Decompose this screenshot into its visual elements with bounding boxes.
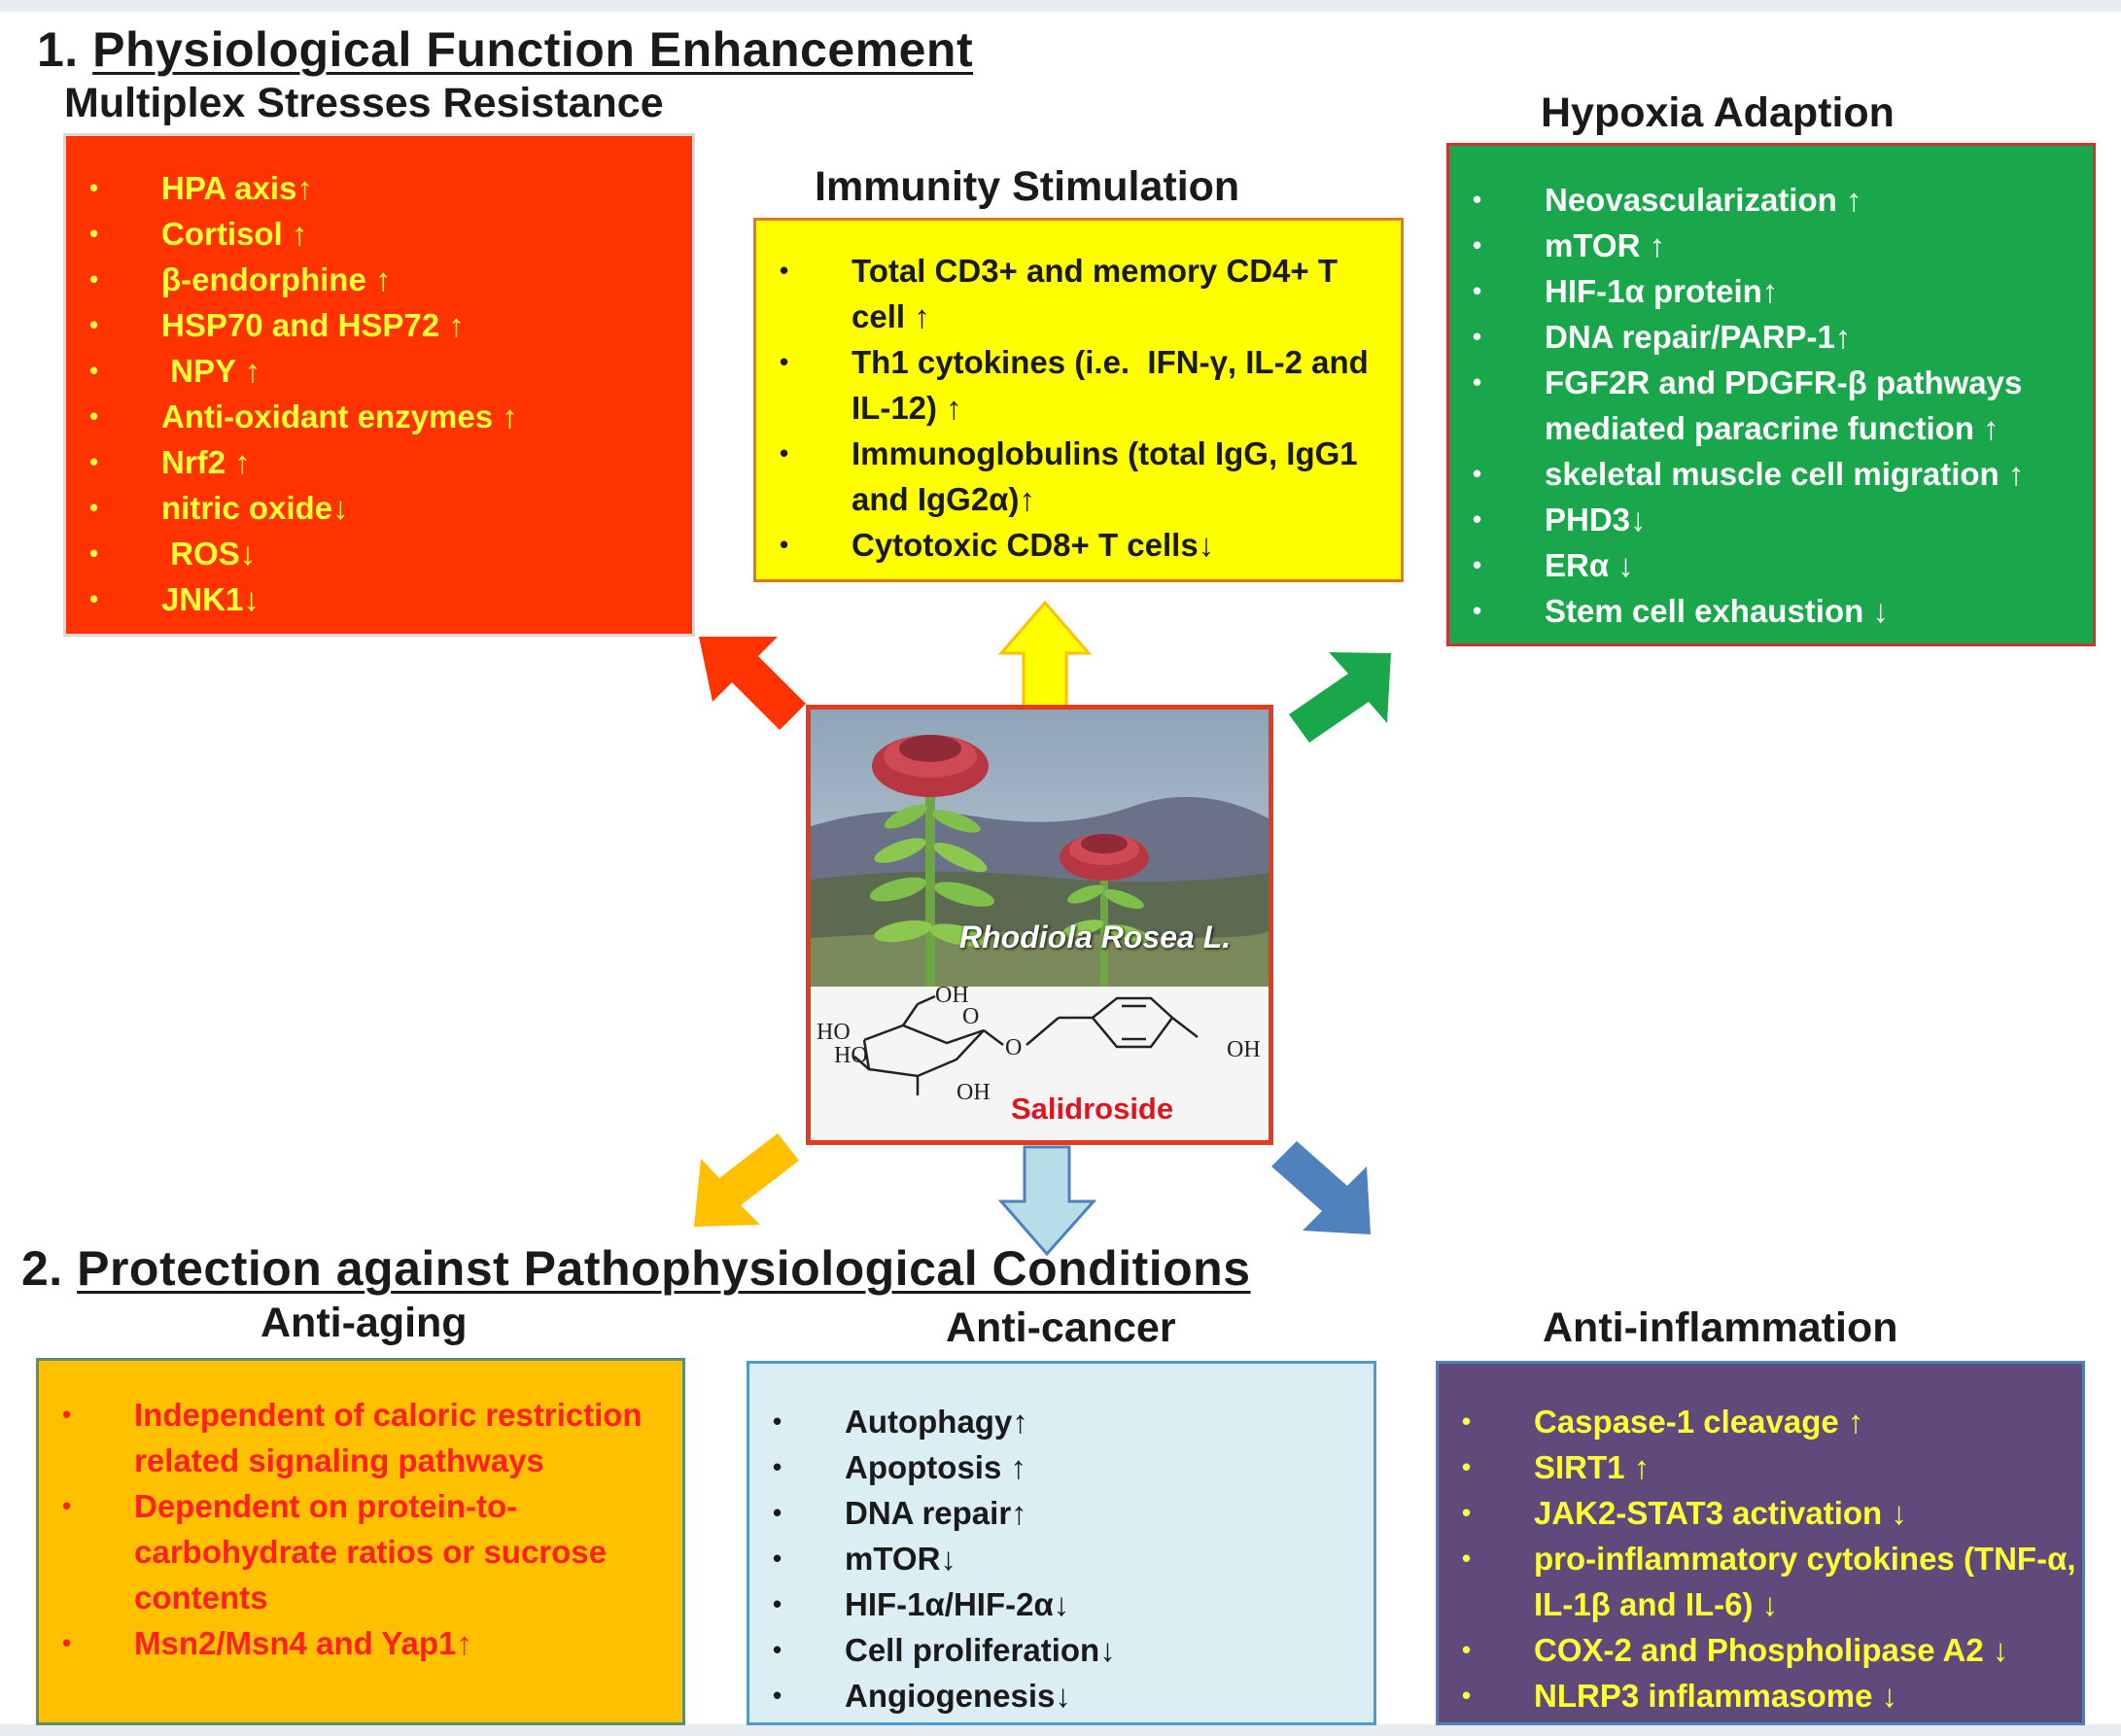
aging-item: Dependent on protein-to-carbohydrate rat… <box>39 1483 663 1620</box>
immunity-item: Cytotoxic CD8+ T cells↓ <box>756 522 1381 568</box>
cancer-item: Apoptosis ↑ <box>749 1444 1373 1490</box>
arrow-to-immunity-icon <box>997 600 1093 712</box>
ho-label-2: HO <box>834 1043 868 1068</box>
stress-item: JNK1↓ <box>66 576 692 622</box>
anti-inflammation-box: Caspase-1 cleavage ↑ SIRT1 ↑ JAK2-STAT3 … <box>1436 1361 2085 1725</box>
o-link-label: O <box>1005 1035 1023 1060</box>
arrow-to-hypoxia-icon <box>1289 652 1391 743</box>
oh-right-label: OH <box>1227 1037 1261 1062</box>
hypoxia-item: mTOR ↑ <box>1449 223 2093 268</box>
stress-title: Multiplex Stresses Resistance <box>64 80 664 126</box>
section2-number: 2. <box>21 1241 63 1296</box>
immunity-item: Total CD3+ and memory CD4+ T cell ↑ <box>756 248 1381 339</box>
stress-item: Nrf2 ↑ <box>66 439 692 485</box>
inflammation-item: SIRT1 ↑ <box>1439 1444 2082 1490</box>
inflammation-item: COX-2 and Phospholipase A2 ↓ <box>1439 1627 2082 1673</box>
aging-item: Msn2/Msn4 and Yap1↑ <box>39 1620 663 1666</box>
hypoxia-item: PHD3↓ <box>1449 497 2093 542</box>
aging-list: Independent of caloric restriction relat… <box>39 1392 663 1666</box>
inflammation-item: pro-inflammatory cytokines (TNF-α, IL-1β… <box>1439 1536 2082 1627</box>
compound-name-label: Salidroside <box>1011 1092 1174 1126</box>
hypoxia-item: Neovascularization ↑ <box>1449 177 2093 223</box>
hypoxia-item: Stem cell exhaustion ↓ <box>1449 588 2093 634</box>
o-ring-label: O <box>962 1004 980 1029</box>
section2-title: Protection against Pathophysiological Co… <box>77 1241 1251 1296</box>
immunity-item: Immunoglobulins (total IgG, IgG1 and IgG… <box>756 431 1381 522</box>
salidroside-structure: OH O HO HO O OH OH Salidroside <box>811 983 1269 1140</box>
plant-name-label: Rhodiola Rosea L. <box>959 920 1232 955</box>
stress-item: HPA axis↑ <box>66 165 692 211</box>
stress-item: ROS↓ <box>66 531 692 576</box>
hypoxia-item: skeletal muscle cell migration ↑ <box>1449 451 2093 497</box>
stress-item: Cortisol ↑ <box>66 211 692 257</box>
oh-top-label: OH <box>935 983 969 1008</box>
cancer-item: Angiogenesis↓ <box>749 1673 1373 1719</box>
stress-item: nitric oxide↓ <box>66 485 692 531</box>
anti-cancer-box: Autophagy↑ Apoptosis ↑ DNA repair↑ mTOR↓… <box>747 1361 1376 1725</box>
hypoxia-adaption-box: Neovascularization ↑ mTOR ↑ HIF-1α prote… <box>1446 143 2096 646</box>
section1-title: Physiological Function Enhancement <box>92 22 974 77</box>
stress-item: β-endorphine ↑ <box>66 257 692 302</box>
hypoxia-item: ERα ↓ <box>1449 542 2093 588</box>
hypoxia-title: Hypoxia Adaption <box>1541 89 1895 136</box>
cancer-item: HIF-1α/HIF-2α↓ <box>749 1581 1373 1627</box>
inflammation-item: Caspase-1 cleavage ↑ <box>1439 1399 2082 1444</box>
arrow-to-stress-icon <box>699 637 806 730</box>
stress-list: HPA axis↑ Cortisol ↑ β-endorphine ↑ HSP7… <box>66 165 692 622</box>
cancer-title: Anti-cancer <box>946 1304 1176 1351</box>
cancer-list: Autophagy↑ Apoptosis ↑ DNA repair↑ mTOR↓… <box>749 1399 1373 1719</box>
aging-title: Anti-aging <box>261 1300 468 1346</box>
salidroside-molecule-icon <box>853 994 1199 1095</box>
cancer-item: DNA repair↑ <box>749 1490 1373 1536</box>
arrow-to-aging-icon <box>694 1133 799 1227</box>
immunity-title: Immunity Stimulation <box>815 163 1240 210</box>
immunity-item: Th1 cytokines (i.e. IFN-γ, IL-2 and IL-1… <box>756 339 1381 431</box>
aging-item: Independent of caloric restriction relat… <box>39 1392 663 1483</box>
hypoxia-item: HIF-1α protein↑ <box>1449 268 2093 314</box>
stress-item: Anti-oxidant enzymes ↑ <box>66 394 692 439</box>
inflammation-item: NLRP3 inflammasome ↓ <box>1439 1673 2082 1719</box>
anti-aging-box: Independent of caloric restriction relat… <box>36 1358 685 1725</box>
inflammation-item: JAK2-STAT3 activation ↓ <box>1439 1490 2082 1536</box>
inflammation-title: Anti-inflammation <box>1543 1304 1898 1351</box>
section1-number: 1. <box>37 22 79 77</box>
section2-heading: 2. Protection against Pathophysiological… <box>21 1240 1251 1297</box>
cancer-item: mTOR↓ <box>749 1536 1373 1581</box>
diagram-canvas: 1. Physiological Function Enhancement Mu… <box>0 12 2121 1725</box>
rhodiola-photo-icon <box>811 710 1269 987</box>
section1-heading: 1. Physiological Function Enhancement <box>37 21 973 78</box>
inflammation-list: Caspase-1 cleavage ↑ SIRT1 ↑ JAK2-STAT3 … <box>1439 1399 2082 1719</box>
rhodiola-image-frame: Rhodiola Rosea L. <box>806 705 1273 1145</box>
stress-item: NPY ↑ <box>66 348 692 394</box>
ho-label-1: HO <box>817 1020 851 1045</box>
arrow-to-cancer-icon <box>997 1145 1097 1257</box>
cancer-item: Cell proliferation↓ <box>749 1627 1373 1673</box>
arrow-to-inflammation-icon <box>1271 1141 1371 1234</box>
hypoxia-item: DNA repair/PARP-1↑ <box>1449 314 2093 360</box>
stress-resistance-box: HPA axis↑ Cortisol ↑ β-endorphine ↑ HSP7… <box>63 133 695 637</box>
hypoxia-list: Neovascularization ↑ mTOR ↑ HIF-1α prote… <box>1449 177 2093 634</box>
cancer-item: Autophagy↑ <box>749 1399 1373 1444</box>
stress-item: HSP70 and HSP72 ↑ <box>66 302 692 348</box>
immunity-stimulation-box: Total CD3+ and memory CD4+ T cell ↑ Th1 … <box>753 218 1404 582</box>
immunity-list: Total CD3+ and memory CD4+ T cell ↑ Th1 … <box>756 248 1381 568</box>
hypoxia-item: FGF2R and PDGFR-β pathways mediated para… <box>1449 360 2093 451</box>
oh-bottom-label: OH <box>956 1080 991 1105</box>
